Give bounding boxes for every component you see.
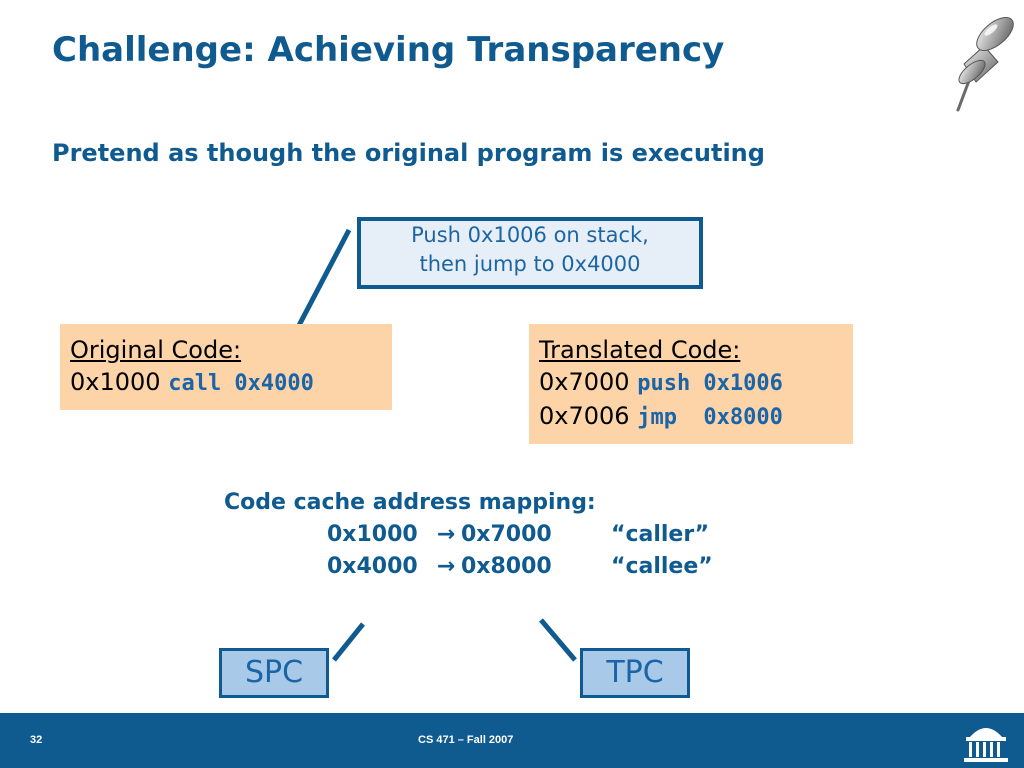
original-code-box: Original Code: 0x1000 call 0x4000	[60, 324, 392, 410]
address-mapping: Code cache address mapping: 0x1000 →0x700…	[224, 487, 713, 579]
mapping-row: 0x4000 →0x8000 “callee”	[327, 551, 713, 583]
spc-register-box: SPC	[219, 648, 329, 698]
translated-code-row: 0x7006 jmp 0x8000	[539, 400, 843, 434]
pushpin-icon	[956, 17, 1014, 112]
code-instruction: push 0x1006	[637, 371, 783, 396]
slide-footer: 32 CS 471 – Fall 2007	[0, 713, 1024, 768]
spc-connector-line	[332, 622, 365, 662]
original-code-header: Original Code:	[70, 336, 242, 364]
mapping-heading: Code cache address mapping:	[224, 490, 596, 515]
mapping-row: 0x1000 →0x7000 “caller”	[327, 519, 709, 551]
right-arrow-icon: →	[436, 522, 456, 547]
code-address: 0x7006	[539, 402, 630, 430]
slide-title: Challenge: Achieving Transparency	[52, 30, 725, 70]
mapping-from: 0x1000	[327, 522, 418, 547]
mapping-from: 0x4000	[327, 554, 418, 579]
original-code-row: 0x1000 call 0x4000	[70, 366, 382, 400]
mapping-to: 0x8000	[461, 554, 552, 579]
translated-code-box: Translated Code: 0x7000 push 0x1006 0x70…	[529, 324, 853, 444]
callout-box: Push 0x1006 on stack, then jump to 0x400…	[357, 217, 703, 289]
course-label: CS 471 – Fall 2007	[418, 734, 514, 746]
tpc-register-box: TPC	[580, 648, 690, 698]
slide-subtitle: Pretend as though the original program i…	[52, 139, 765, 167]
code-instruction: jmp 0x8000	[637, 405, 783, 430]
callout-line-2: then jump to 0x4000	[419, 252, 641, 276]
mapping-to: 0x7000	[461, 522, 552, 547]
right-arrow-icon: →	[436, 554, 456, 579]
university-logo-icon	[964, 728, 1008, 762]
mapping-label: “caller”	[611, 522, 710, 547]
callout-line-1: Push 0x1006 on stack,	[411, 223, 649, 247]
translated-code-row: 0x7000 push 0x1006	[539, 366, 843, 400]
page-number: 32	[30, 734, 43, 746]
mapping-label: “callee”	[611, 554, 713, 579]
code-address: 0x1000	[70, 368, 161, 396]
code-address: 0x7000	[539, 368, 630, 396]
tpc-connector-line	[539, 618, 577, 662]
translated-code-header: Translated Code:	[539, 336, 741, 364]
code-instruction: call 0x4000	[168, 371, 314, 396]
